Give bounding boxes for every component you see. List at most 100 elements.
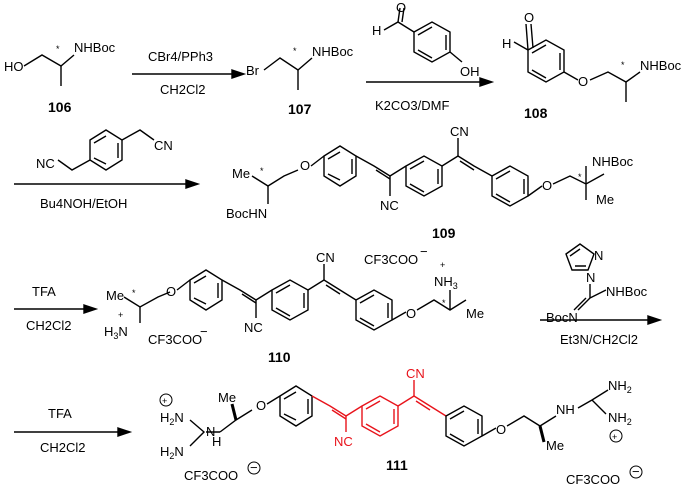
c108-chain xyxy=(589,71,641,83)
c108-h: H xyxy=(502,36,511,51)
step6-reagent: TFA xyxy=(48,406,72,421)
c111-right-chain xyxy=(506,415,557,427)
c111-nh-left: H xyxy=(212,434,221,449)
c110-me-right: Me xyxy=(466,306,484,321)
step2-h: H xyxy=(372,23,381,38)
c111-left-chain xyxy=(219,409,253,433)
c110-link2 xyxy=(307,279,325,291)
c109-ring1 xyxy=(323,145,357,187)
c111-me-left: Me xyxy=(218,390,236,405)
c109-ring1-inner xyxy=(327,151,353,181)
c109-link1 xyxy=(389,165,407,177)
c108-star: * xyxy=(621,60,625,70)
c109-o-left: O xyxy=(300,158,310,173)
pyrazole-n2: N xyxy=(586,270,595,285)
c110-ring1-inner xyxy=(193,275,219,305)
compound-109: Me * BocHN O NC CN O * NHBoc Me 109 xyxy=(226,124,634,241)
c108-o: O xyxy=(524,10,534,25)
arrow-step1: CBr4/PPh3 CH2Cl2 xyxy=(132,49,247,97)
c111-wedge-left xyxy=(230,403,238,421)
step5-conditions: Et3N/CH2Cl2 xyxy=(560,332,638,347)
c106-ho-label: HO xyxy=(4,59,24,74)
c110-o-bond-right xyxy=(391,311,407,321)
c109-vinyl-left xyxy=(355,155,391,180)
step3-left-ch2 xyxy=(57,159,91,171)
c110-ring3 xyxy=(355,289,393,331)
c111-o-right: O xyxy=(496,422,506,437)
step1-reagent: CBr4/PPh3 xyxy=(148,49,213,64)
c109-me-right: Me xyxy=(596,192,614,207)
step2-co-double xyxy=(397,7,405,23)
c111-minus-right: − xyxy=(632,464,640,479)
step5-nh-bond xyxy=(589,289,607,299)
c110-ring1 xyxy=(189,269,223,311)
c111-h2n-bottom: H2N xyxy=(160,444,184,461)
c106-nhboc-label: NHBoc xyxy=(74,40,116,55)
c110-number: 110 xyxy=(268,349,291,365)
step4-solvent: CH2Cl2 xyxy=(26,318,72,333)
c107-br-label: Br xyxy=(246,63,260,78)
c111-o-bond-right xyxy=(481,427,497,437)
compound-111: + H2N H2N H N Me O NC CN O Me xyxy=(159,366,643,487)
step6-solvent: CH2Cl2 xyxy=(40,440,86,455)
pyrazole-inner xyxy=(569,248,586,267)
step5-nhboc: NHBoc xyxy=(606,284,648,299)
c111-red-core xyxy=(311,380,447,437)
c111-nh-right: NH xyxy=(556,402,575,417)
c110-salt-right: CF3COO xyxy=(364,252,418,267)
compound-107: Br NHBoc * 107 xyxy=(246,44,354,117)
step2-o: O xyxy=(396,0,406,15)
c111-oring xyxy=(266,395,281,405)
c108-ring xyxy=(527,39,565,83)
c110-minus-left: − xyxy=(200,324,208,339)
c111-salt-left: CF3COO xyxy=(184,468,238,483)
c110-star-right: * xyxy=(442,298,446,308)
c111-ring3-inner xyxy=(449,410,479,443)
c111-vinyl-right xyxy=(413,395,447,417)
c111-nc: NC xyxy=(334,434,353,449)
c109-nhboc: NHBoc xyxy=(592,154,634,169)
step5-bocn: BocN xyxy=(546,310,578,325)
compound-110: Me * + H3N CF3COO − O NC CN O * NH3 + Me… xyxy=(104,244,484,365)
c108-o-bond xyxy=(563,71,579,81)
c111-wedge-right xyxy=(538,425,546,443)
c111-cn: CN xyxy=(406,366,425,381)
c106-stereo-star: * xyxy=(56,44,60,54)
c110-nc: NC xyxy=(244,320,263,335)
c110-plus: + xyxy=(118,310,123,320)
c109-number: 109 xyxy=(432,225,456,241)
c109-me-left: Me xyxy=(232,166,250,181)
c107-nhboc-label: NHBoc xyxy=(312,44,354,59)
c110-cn: CN xyxy=(316,250,335,265)
c111-h2n-top: H2N xyxy=(160,410,184,427)
c109-o-right: O xyxy=(542,178,552,193)
c109-bochn: BocHN xyxy=(226,206,267,221)
c109-left-chain xyxy=(251,169,299,187)
c110-ring2-inner xyxy=(275,284,305,317)
step2-conditions: K2CO3/DMF xyxy=(375,98,449,113)
c110-h3n: H3N xyxy=(104,324,128,341)
c106-number: 106 xyxy=(48,99,72,115)
step2-ring xyxy=(413,21,451,63)
c109-ring3 xyxy=(491,165,529,207)
step4-reagent: TFA xyxy=(32,284,56,299)
arrow-step2: K2CO3/DMF O H OH xyxy=(366,0,495,113)
c111-ring3 xyxy=(445,405,483,447)
c109-right-chain xyxy=(552,173,605,200)
c111-ring2 xyxy=(361,395,399,437)
c110-vinyl-right xyxy=(323,279,357,301)
c108-nhboc: NHBoc xyxy=(640,58,682,73)
pyrazole-ring xyxy=(565,243,595,271)
c109-cn: CN xyxy=(450,124,469,139)
c109-star-left: * xyxy=(260,166,264,176)
c110-o-right: O xyxy=(406,306,416,321)
c111-guanidine-right xyxy=(577,389,609,415)
c111-vinyl-left xyxy=(311,395,347,420)
c111-ring1-inner xyxy=(283,391,309,421)
c110-left-chain xyxy=(123,291,171,308)
step3-ring-inner xyxy=(93,135,119,165)
c111-link2 xyxy=(397,395,415,407)
c110-nh3: NH3 xyxy=(434,274,458,291)
c109-oring xyxy=(310,155,325,167)
